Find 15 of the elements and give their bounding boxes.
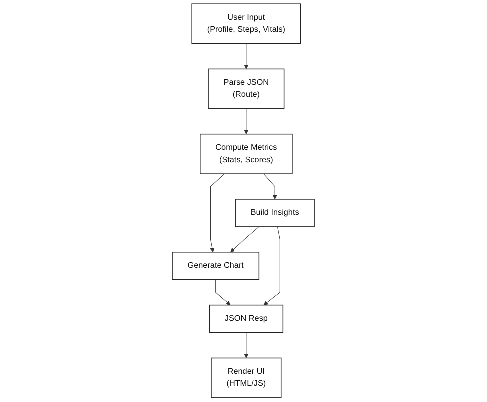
arrow bbox=[230, 226, 260, 253]
arrow bbox=[244, 44, 249, 70]
arrow bbox=[244, 332, 249, 358]
arrow bbox=[216, 280, 231, 306]
node-box: JSON Resp bbox=[209, 304, 284, 334]
node-box: Parse JSON (Route) bbox=[208, 68, 285, 110]
node-box: Build Insights bbox=[235, 199, 315, 228]
node-box: User Input (Profile, Steps, Vitals) bbox=[192, 4, 302, 44]
node-box: Compute Metrics (Stats, Scores) bbox=[200, 134, 293, 174]
arrow bbox=[244, 108, 249, 135]
node-box: Render UI (HTML/JS) bbox=[211, 358, 282, 398]
arrow bbox=[264, 174, 278, 200]
arrow bbox=[210, 174, 225, 253]
arrow bbox=[264, 226, 280, 306]
node-box: Generate Chart bbox=[172, 252, 260, 280]
